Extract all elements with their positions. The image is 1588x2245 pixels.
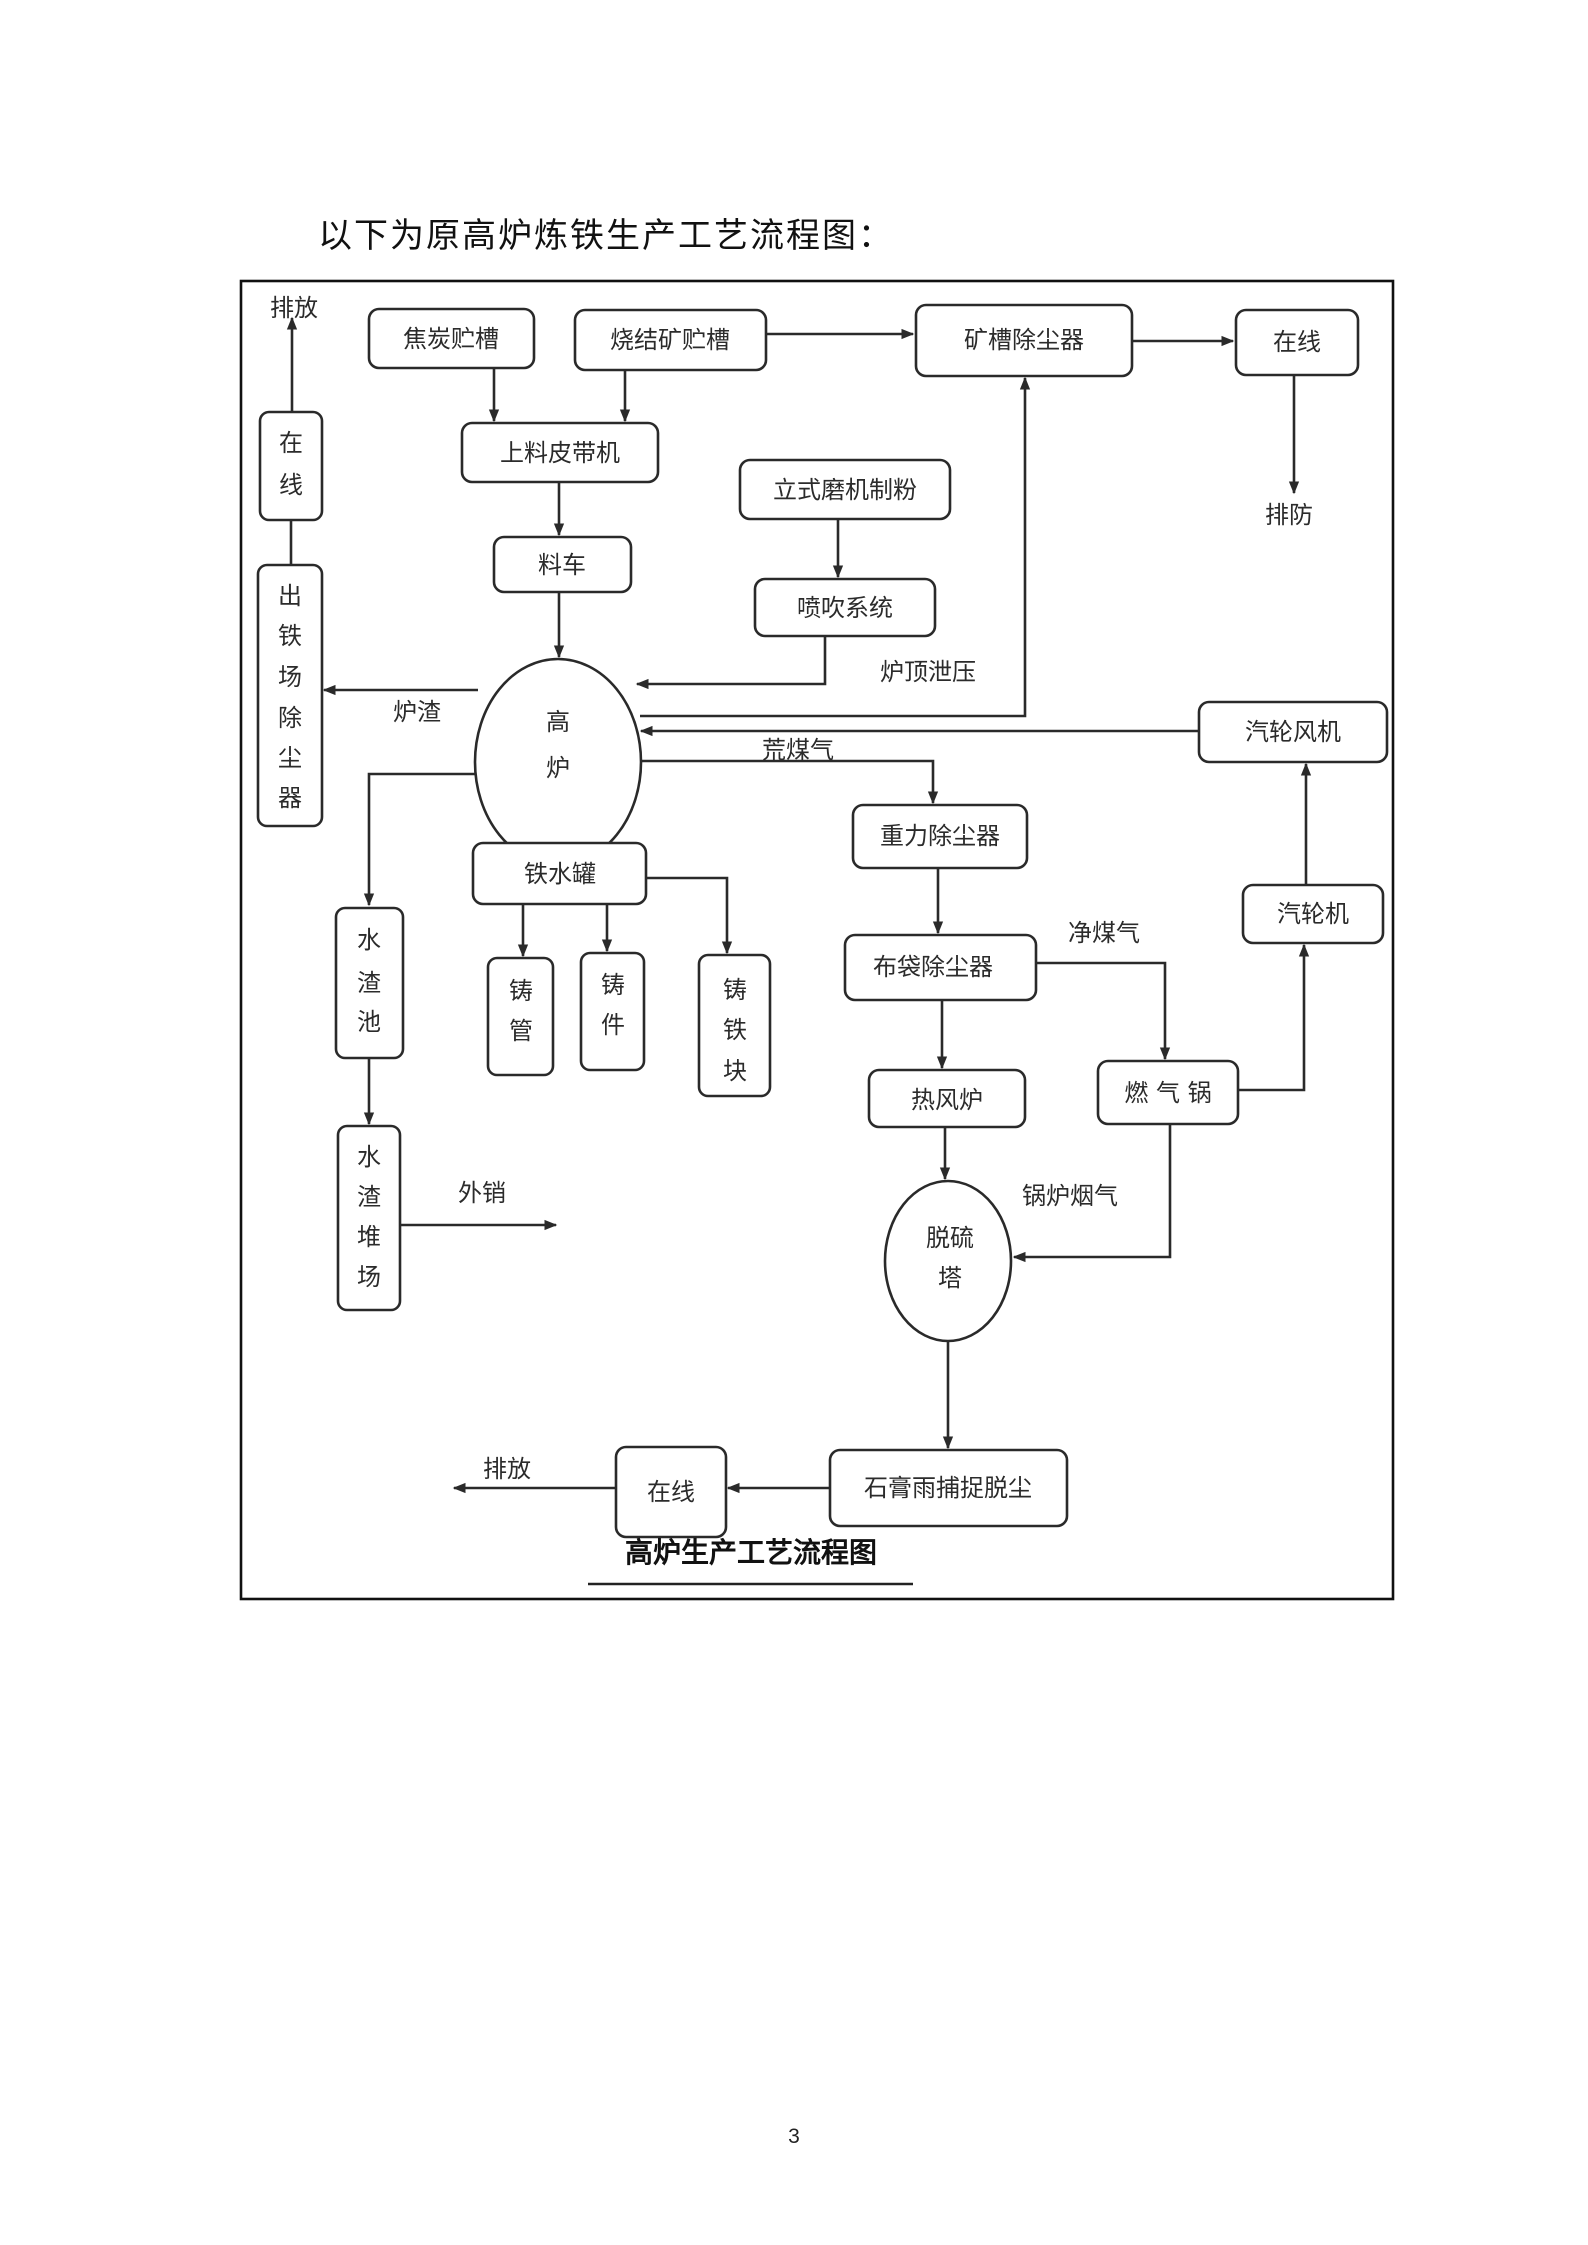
node-steam-turbine-label: 汽轮机 <box>1277 900 1349 928</box>
pig-iron-label-2: 铁 <box>723 1016 747 1044</box>
node-vertical-mill: 立式磨机制粉 <box>738 458 952 521</box>
edge-furnace-to-bin-dust <box>640 376 1031 718</box>
node-hot-stove: 热风炉 <box>867 1068 1027 1129</box>
cast-pipe-label-2: 管 <box>509 1017 533 1045</box>
node-blast-furnace: 高 炉 <box>473 657 643 867</box>
tapping-label-5: 尘 <box>278 744 302 772</box>
node-pig-iron: 铸 铁 块 <box>697 953 772 1098</box>
node-hot-metal-ladle: 铁水罐 <box>471 841 648 906</box>
node-gravity-dust-collector-label: 重力除尘器 <box>880 822 1000 850</box>
edge-boiler-to-turbine <box>1238 943 1310 1092</box>
tapping-label-1: 出 <box>278 582 302 610</box>
node-turbine-blower: 汽轮风机 <box>1197 700 1389 764</box>
edge-boiler-to-tower <box>1012 1124 1172 1263</box>
tapping-label-4: 除 <box>278 704 302 732</box>
edge-furnace-to-slag-pool <box>363 772 520 907</box>
node-belt-conveyor-label: 上料皮带机 <box>500 439 620 467</box>
diagram-caption: 高炉生产工艺流程图 <box>625 1536 877 1569</box>
tower-label-1: 脱硫 <box>926 1224 974 1252</box>
node-coke-bin: 焦炭贮槽 <box>367 307 536 370</box>
node-hot-metal-ladle-label: 铁水罐 <box>524 860 596 888</box>
label-clean-gas: 净煤气 <box>1068 919 1140 947</box>
label-external-sale: 外销 <box>458 1179 506 1207</box>
casting-label-1: 铸 <box>601 971 625 999</box>
node-blast-furnace-label-2: 炉 <box>546 754 570 782</box>
slag-yard-label-3: 堆 <box>357 1223 381 1251</box>
label-slag: 炉渣 <box>393 698 441 726</box>
node-slag-pool: 水 渣 池 <box>334 906 405 1060</box>
node-online-bottom-label: 在线 <box>647 1478 695 1506</box>
edges <box>286 316 1312 1494</box>
slag-yard-label-4: 场 <box>357 1263 381 1291</box>
label-discharge-bottom: 排放 <box>483 1455 531 1483</box>
slag-yard-label-2: 渣 <box>357 1183 381 1211</box>
node-desulfurization-tower: 脱硫 塔 <box>883 1179 1013 1343</box>
node-casting: 铸 件 <box>579 951 646 1072</box>
tapping-label-6: 器 <box>278 784 302 812</box>
node-turbine-blower-label: 汽轮风机 <box>1245 718 1341 746</box>
pig-iron-label-3: 块 <box>723 1057 747 1085</box>
slag-yard-label-1: 水 <box>357 1143 381 1171</box>
node-injection-system-label: 喷吹系统 <box>797 594 893 622</box>
tower-label-2: 塔 <box>938 1264 962 1292</box>
node-bag-filter: 布袋除尘器 <box>843 933 1038 1002</box>
edge-ladle-to-pig-iron <box>646 876 733 955</box>
edge-furnace-to-gravity <box>628 759 939 805</box>
node-skip-car-label: 料车 <box>538 551 586 579</box>
cast-pipe-label-1: 铸 <box>509 977 533 1005</box>
node-online-left-label-1: 在 <box>279 429 303 457</box>
node-injection-system: 喷吹系统 <box>753 577 937 638</box>
intro-text: 以下为原高炉炼铁生产工艺流程图： <box>318 216 894 256</box>
node-blast-furnace-label-1: 高 <box>546 708 570 736</box>
slag-pool-label-3: 池 <box>357 1008 381 1036</box>
node-online-left: 在 线 <box>258 410 324 522</box>
label-discharge-right: 排防 <box>1265 501 1313 529</box>
node-steam-turbine: 汽轮机 <box>1241 883 1385 945</box>
pig-iron-label-1: 铸 <box>723 976 747 1004</box>
node-sinter-bin-label: 烧结矿贮槽 <box>610 326 730 354</box>
tapping-label-2: 铁 <box>278 622 302 650</box>
slag-pool-label-2: 渣 <box>357 969 381 997</box>
node-gas-boiler-label: 燃 气 锅 <box>1124 1079 1211 1107</box>
node-coke-bin-label: 焦炭贮槽 <box>403 325 499 353</box>
node-cast-pipe: 铸 管 <box>486 956 555 1077</box>
node-sinter-bin: 烧结矿贮槽 <box>573 308 768 372</box>
node-hot-stove-label: 热风炉 <box>911 1086 983 1114</box>
node-skip-car: 料车 <box>492 535 633 594</box>
node-bag-filter-label: 布袋除尘器 <box>873 953 993 981</box>
edge-bag-to-boiler <box>1036 961 1171 1061</box>
node-gravity-dust-collector: 重力除尘器 <box>851 803 1029 870</box>
label-raw-gas: 荒煤气 <box>762 736 834 764</box>
node-gypsum-rain-capture: 石膏雨捕捉脱尘 <box>828 1448 1069 1528</box>
node-belt-conveyor: 上料皮带机 <box>460 421 660 484</box>
node-bin-dust-collector-label: 矿槽除尘器 <box>964 326 1084 354</box>
tapping-label-3: 场 <box>278 663 302 691</box>
node-bin-dust-collector: 矿槽除尘器 <box>914 303 1134 378</box>
slag-pool-label-1: 水 <box>357 926 381 954</box>
diagram-frame <box>239 279 1395 1601</box>
node-gypsum-rain-capture-label: 石膏雨捕捉脱尘 <box>864 1474 1032 1502</box>
node-online-top: 在线 <box>1234 308 1360 377</box>
label-discharge-left-top: 排放 <box>270 294 318 322</box>
node-vertical-mill-label: 立式磨机制粉 <box>773 476 917 504</box>
label-boiler-flue-gas: 锅炉烟气 <box>1022 1182 1118 1210</box>
node-online-top-label: 在线 <box>1273 328 1321 356</box>
label-top-pressure-relief: 炉顶泄压 <box>880 658 976 686</box>
node-slag-yard: 水 渣 堆 场 <box>336 1124 402 1312</box>
page-number: 3 <box>788 2125 800 2148</box>
casting-label-2: 件 <box>601 1011 625 1039</box>
node-online-bottom: 在线 <box>614 1445 728 1539</box>
edge-injection-to-furnace <box>635 636 827 690</box>
node-online-left-label-2: 线 <box>279 471 303 499</box>
node-gas-boiler: 燃 气 锅 <box>1096 1059 1240 1126</box>
node-tapping-dust-collector: 出 铁 场 除 尘 器 <box>256 563 324 828</box>
